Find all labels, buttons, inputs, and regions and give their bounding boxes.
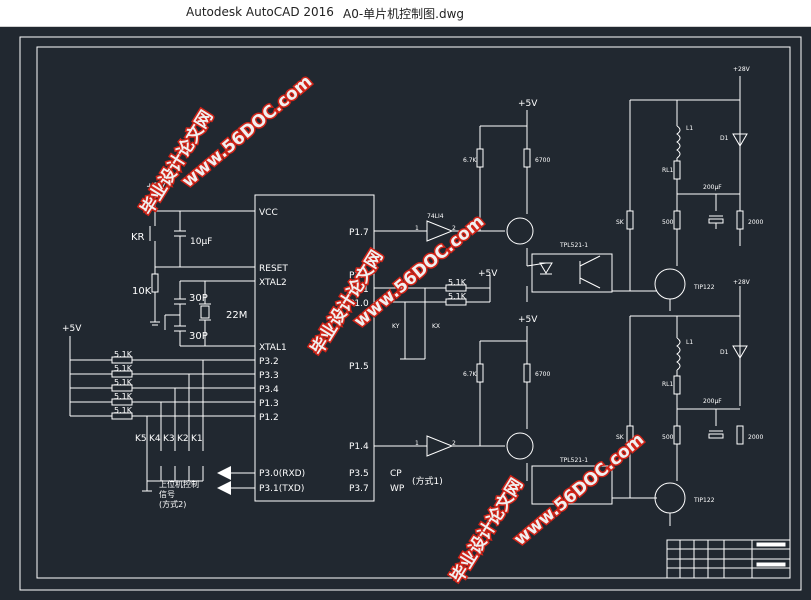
c30b-label: 30P [189,331,208,342]
vcc-label: +5V [478,269,498,279]
resistor-label: 6.7K [463,371,478,378]
rl-label: RL1 [662,381,674,388]
transistor-label: TIP122 [693,284,715,291]
pin-label: RESET [259,264,288,274]
pin-label: P1.1 [349,285,369,295]
ky-label: KY [392,323,400,330]
resistor-label: 5.1K [448,278,467,287]
resistor-label: SK [616,434,625,441]
mode2-label: (方式2) [159,499,186,509]
pin-label: P1.0 [349,299,369,309]
rl-label: RL1 [662,167,674,174]
pin-label: P3.2 [259,357,279,367]
pin-label: VCC [259,208,278,218]
pin-label: P1.7 [349,228,369,238]
title-block [666,539,791,579]
pin-number: 2 [452,440,456,447]
diode-label: D1 [720,135,729,142]
transistor-label: TIP122 [693,497,715,504]
resistor-label: 5.1K [114,350,133,359]
resistor-label: SK [616,219,625,226]
resistor-label: 5.1K [114,406,133,415]
v28-label: +28V [733,66,751,73]
pin-number: 1 [415,225,419,232]
v28-label: +28V [733,279,751,286]
mcu-right-pins: P1.7 P1.6 P1.1 P1.0 P1.5 P1.4 P3.5 P3.7 [349,228,369,494]
pin-label: P3.7 [349,484,369,494]
mcu-left-pins: VCC RESET XTAL2 XTAL1 P3.2 P3.3 P3.4 P1.… [259,208,305,494]
watermark-url: www.56DOC.com [510,430,648,550]
schematic-drawing: VCC RESET XTAL2 XTAL1 P3.2 P3.3 P3.4 P1.… [19,36,802,591]
resistor-label: 5.1K [114,364,133,373]
resistor-label: 2000 [748,219,763,226]
key-label: K4 [149,434,161,444]
buffer-label: 74LI4 [427,213,444,220]
host-label: 上位机控制 [159,479,199,489]
pin-label: P3.1(TXD) [259,484,304,494]
key-label: K3 [163,434,175,444]
mcu-chip [254,194,375,502]
right-labels: +5V 6.7K 6700 74LI4 1 2 TPL521-1 +5V 5.1… [390,66,763,504]
vcc-left-label: +5V [62,324,82,334]
pin-label: P3.4 [259,385,279,395]
pin-label: P3.0(RXD) [259,469,305,479]
pin-label: XTAL2 [259,278,287,288]
resistor-label: 500 [662,219,674,226]
drawing-canvas[interactable]: VCC RESET XTAL2 XTAL1 P3.2 P3.3 P3.4 P1.… [0,26,811,596]
vcc-label: +5V [518,315,538,325]
wp-label: WP [390,484,405,494]
cp-label: CP [390,469,402,479]
opto-label: TPL521-1 [559,242,588,249]
resistor-label: 6700 [535,157,550,164]
pin-label: P1.2 [259,413,279,423]
resistor-label: 6700 [535,371,550,378]
inductor-label: L1 [686,339,693,346]
key-label: K2 [177,434,189,444]
crystal-label: 22M [226,310,247,321]
left-wiring [69,195,255,492]
r10k-label: 10K [132,286,152,297]
resistor-label: 2000 [748,434,763,441]
rxd-txd-arrows [217,466,231,495]
c1-label: 10μF [190,237,212,247]
pin-label: P1.4 [349,442,369,452]
pin-label: P1.3 [259,399,279,409]
kr-label: KR [131,232,145,243]
c30a-label: 30P [189,293,208,304]
vcc-label: +5V [146,182,166,192]
host-label-2: 信号 [159,489,175,499]
inductor-label: L1 [686,125,693,132]
mode1-label: (方式1) [412,475,443,487]
resistor-label: 5.1K [114,392,133,401]
resistor-label: 5.1K [448,292,467,301]
key-label: K5 [135,434,147,444]
pin-number: 1 [415,440,419,447]
file-title: A0-单片机控制图.dwg [343,7,465,21]
resistor-label: 6.7K [463,157,478,164]
key-label: K1 [191,434,203,444]
opto-label: TPL521-1 [559,457,588,464]
resistor-label: 500 [662,434,674,441]
cap-label: 200μF [703,398,722,405]
title-bar: Autodesk AutoCAD 2016 A0-单片机控制图.dwg [0,0,811,27]
pin-label: P1.5 [349,362,369,372]
diode-label: D1 [720,349,729,356]
right-wiring [374,110,613,505]
power-stage [612,76,748,526]
pin-label: P3.3 [259,371,279,381]
left-labels: +5V KR 10μF 10K 30P 30P 22M +5V 5.1K 5.1… [62,182,247,509]
pin-number: 2 [452,225,456,232]
resistor-label: 5.1K [114,378,133,387]
app-title: Autodesk AutoCAD 2016 [186,5,334,19]
drawing-frame [19,36,802,591]
vcc-label: +5V [518,99,538,109]
cap-label: 200μF [703,184,722,191]
pin-label: P1.6 [349,271,369,281]
kx-label: KX [432,323,440,330]
pin-label: XTAL1 [259,343,287,353]
pin-label: P3.5 [349,469,369,479]
